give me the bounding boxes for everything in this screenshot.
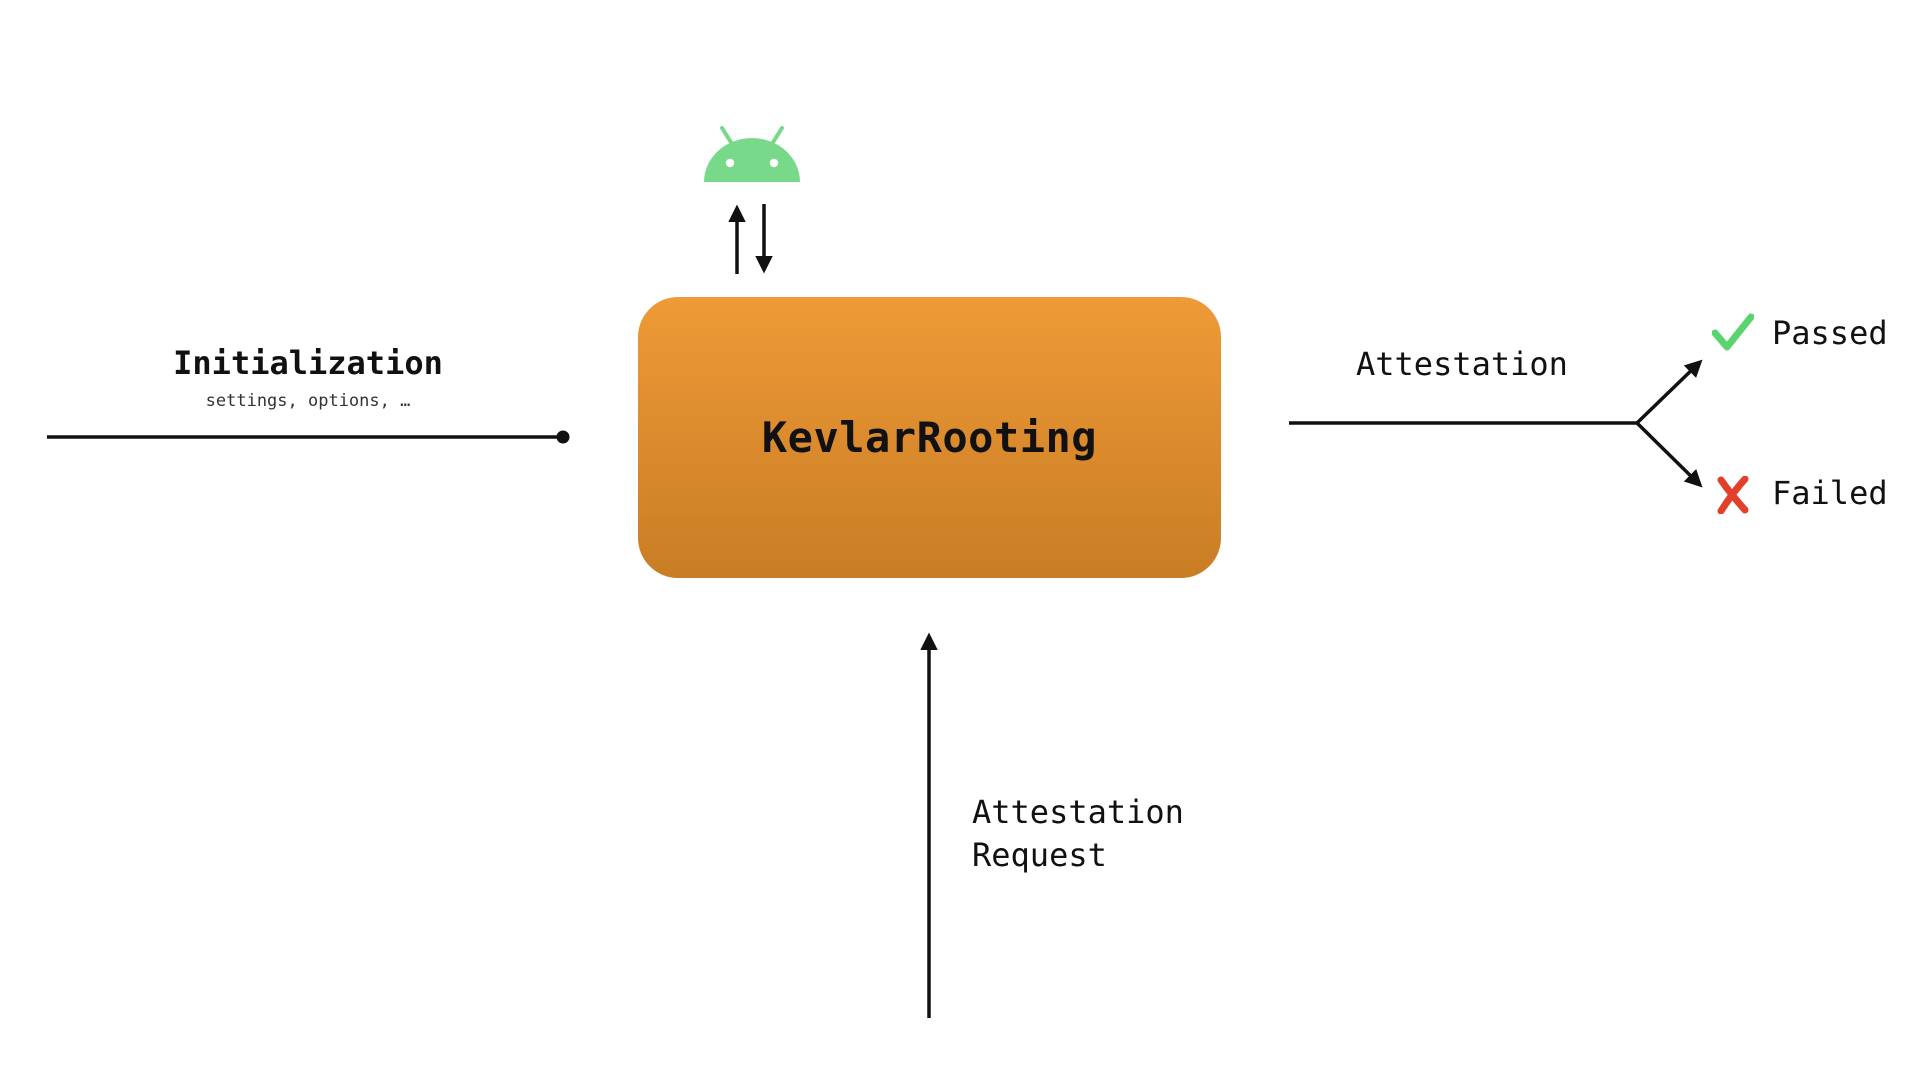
cross-icon bbox=[1717, 476, 1749, 514]
kevlar-rooting-label: KevlarRooting bbox=[761, 413, 1098, 462]
initialization-title: Initialization bbox=[173, 344, 443, 382]
kevlar-rooting-box: KevlarRooting bbox=[638, 297, 1221, 578]
result-failed-label: Failed bbox=[1772, 474, 1888, 512]
result-passed-label: Passed bbox=[1772, 314, 1888, 352]
android-icon bbox=[704, 126, 800, 182]
attestation-output-title: Attestation bbox=[1356, 345, 1568, 383]
check-icon bbox=[1712, 313, 1754, 351]
initialization-endpoint-dot bbox=[556, 430, 570, 444]
attestation-fork-failed-arrow bbox=[1635, 421, 1703, 488]
attestation-request-label-line2: Request bbox=[972, 836, 1107, 874]
attestation-request-label-line1: Attestation bbox=[972, 793, 1184, 831]
attestation-fork-passed-arrow bbox=[1635, 359, 1703, 425]
initialization-subtitle: settings, options, … bbox=[205, 391, 411, 411]
